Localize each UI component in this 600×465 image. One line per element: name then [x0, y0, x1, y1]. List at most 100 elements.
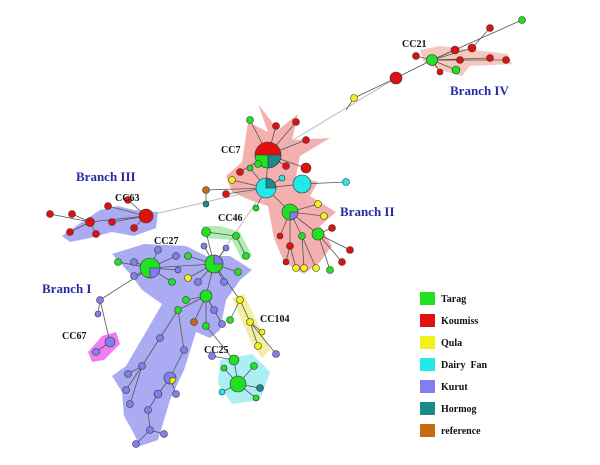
pie-slice	[169, 377, 177, 385]
node	[130, 272, 138, 280]
node	[320, 212, 328, 220]
node	[92, 348, 100, 356]
node	[426, 54, 438, 66]
node	[154, 246, 162, 254]
halo-cc7	[226, 104, 336, 274]
node	[502, 56, 510, 64]
pie-slice	[213, 254, 224, 265]
branch-iv-label: Branch IV	[450, 83, 509, 98]
node	[156, 334, 164, 342]
node	[68, 210, 76, 218]
node	[300, 162, 312, 174]
node	[210, 306, 218, 314]
node	[190, 318, 198, 326]
node	[96, 296, 104, 304]
cc46-label: CC46	[218, 213, 242, 224]
node	[252, 394, 260, 402]
legend-label-dairy-fan: Dairy Fan	[441, 360, 488, 371]
node	[126, 400, 134, 408]
node	[292, 118, 300, 126]
node	[456, 56, 464, 64]
legend-swatch-qula	[420, 336, 435, 349]
node	[436, 68, 444, 76]
node	[272, 122, 280, 130]
legend-swatch-tarag	[420, 292, 435, 305]
node	[254, 160, 262, 168]
legend: Tarag Koumiss Qula Dairy Fan Kurut Hormo…	[420, 292, 488, 437]
pie-slice	[149, 267, 161, 279]
node	[228, 176, 236, 184]
node	[104, 336, 116, 348]
node	[200, 242, 208, 250]
node	[246, 318, 254, 326]
cc25-label: CC25	[204, 345, 228, 356]
node	[342, 178, 350, 186]
node	[486, 54, 494, 62]
node	[184, 252, 192, 260]
node	[450, 45, 460, 55]
node	[302, 136, 310, 144]
legend-label-qula: Qula	[441, 338, 462, 349]
pie-slice	[289, 211, 299, 221]
node	[412, 52, 420, 60]
node	[218, 320, 226, 328]
node	[208, 352, 216, 360]
legend-label-reference: reference	[441, 426, 481, 437]
node	[122, 386, 130, 394]
node	[292, 174, 312, 194]
tree-nodes	[46, 16, 526, 448]
node	[242, 252, 250, 260]
cluster-halos	[62, 46, 512, 446]
node	[236, 296, 244, 304]
node	[228, 354, 240, 366]
node	[234, 268, 242, 276]
node	[282, 162, 290, 170]
node	[168, 278, 176, 286]
node	[172, 252, 180, 260]
node	[312, 264, 320, 272]
node	[218, 388, 226, 396]
cc7-label: CC7	[221, 145, 240, 156]
node	[130, 224, 138, 232]
legend-label-hormog: Hormog	[441, 404, 477, 415]
node	[114, 258, 122, 266]
cc104-label: CC104	[260, 314, 289, 325]
node	[138, 208, 154, 224]
legend-swatch-reference	[420, 424, 435, 437]
node	[292, 264, 300, 272]
node	[108, 218, 116, 226]
node	[66, 228, 74, 236]
node	[229, 375, 247, 393]
node	[246, 164, 254, 172]
cc67-label: CC67	[62, 331, 86, 342]
node	[138, 362, 146, 370]
node	[182, 296, 190, 304]
node	[282, 258, 290, 266]
node	[132, 440, 140, 448]
node	[153, 389, 163, 399]
node	[254, 342, 262, 350]
legend-swatch-dairy-fan	[420, 358, 435, 371]
node	[46, 210, 54, 218]
node	[286, 242, 294, 250]
legend-label-tarag: Tarag	[441, 294, 466, 305]
node	[94, 310, 102, 318]
node	[311, 227, 325, 241]
node	[201, 227, 211, 237]
node	[276, 232, 284, 240]
node	[199, 289, 213, 303]
node	[222, 190, 230, 198]
node	[486, 24, 494, 32]
halo-cc67	[88, 332, 120, 362]
branch-ii-label: Branch II	[340, 204, 395, 219]
node	[202, 186, 210, 194]
node	[314, 200, 322, 208]
legend-swatch-hormog	[420, 402, 435, 415]
cc27-label: CC27	[154, 236, 178, 247]
node	[124, 196, 132, 204]
node	[180, 346, 188, 354]
node	[85, 217, 95, 227]
node	[256, 384, 264, 392]
node	[124, 370, 132, 378]
